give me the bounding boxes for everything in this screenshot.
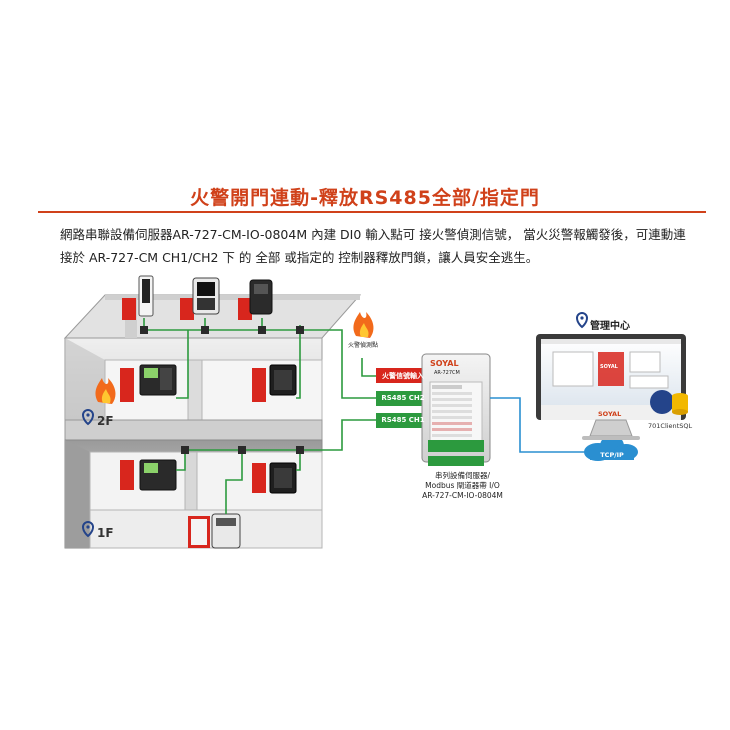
wiring-junctions [140,326,304,454]
monitor-brand: SOYAL [598,410,622,418]
rs485-ch2-box [376,391,430,406]
floor-1f-label: 1F [97,526,114,540]
pin-management-icon [575,312,589,329]
description-line-1: 網路串聯設備伺服器AR-727-CM-IO-0804M 內建 DI0 輸入點可 … [60,227,686,242]
server-caption-line-3: AR-727-CM-IO-0804M [422,491,503,500]
description-line-2: 接於 AR-727-CM CH1/CH2 下 的 全部 或指定的 控制器釋放門鎖… [60,250,539,265]
screen-logo: SOYAL [600,364,618,370]
device-2f-left [120,364,177,402]
fire-detector-icon [353,312,374,338]
rs485-ch1-label: RS485 CH1 [381,416,425,424]
server-caption: 串列設備伺服器/ Modbus 閘道器帶 I/O AR-727-CM-IO-08… [390,471,535,501]
serial-device-server [421,353,491,466]
device-1f-right [252,462,297,494]
rs485-ch2-label: RS485 CH2 [381,394,425,402]
fire-detector-label: 火警偵測點 [348,342,379,349]
device-1f-exit [188,513,241,549]
tcpip-cloud-icon [584,435,638,461]
server-caption-line-2: Modbus 閘道器帶 I/O [425,481,500,490]
sql-label: 701ClientSQL [648,422,693,430]
tcpip-label: TCP/IP [600,451,624,459]
device-1f-left [120,459,177,491]
device-top-3 [238,279,273,320]
device-2f-right [252,364,297,402]
pin-1f-icon [81,521,95,538]
sql-database-icon [650,390,688,415]
fire-input-label: 火警信號輸入 [382,372,424,380]
server-model: AR-727CM [434,370,460,376]
device-top-1 [122,275,154,320]
tcpip-line [490,397,588,453]
page-title: 火警開門連動-釋放RS485全部/指定門 [190,187,540,209]
device-top-2 [180,277,220,320]
fire-input-box [376,368,430,383]
server-brand: SOYAL [430,359,459,368]
title-underline [38,211,706,213]
rs485-ch1-box [376,413,430,428]
management-center-label: 管理中心 [590,321,630,332]
fire-2f-icon [95,378,116,404]
server-caption-line-1: 串列設備伺服器/ [434,471,491,480]
floor-2f-label: 2F [97,414,114,428]
management-monitor [536,334,686,440]
pin-2f-icon [81,409,95,426]
